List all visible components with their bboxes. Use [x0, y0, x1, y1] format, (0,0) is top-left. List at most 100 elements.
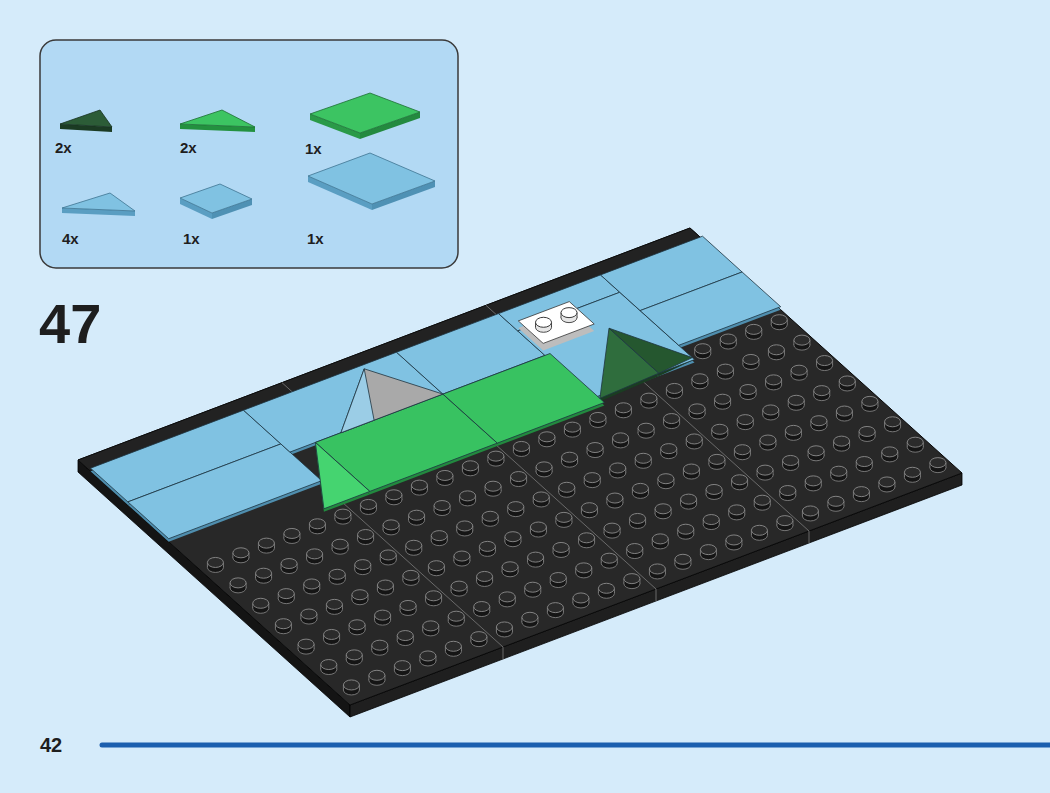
- plate-stud: [499, 592, 515, 607]
- white-stud: [561, 308, 577, 323]
- plate-stud: [397, 631, 413, 646]
- plate-stud: [304, 579, 320, 594]
- plate-stud: [428, 561, 444, 576]
- plate-stud: [329, 569, 345, 584]
- page-number: 42: [40, 735, 62, 755]
- plate-stud: [386, 490, 402, 505]
- plate-stud: [275, 619, 291, 634]
- plate-stud: [817, 356, 833, 371]
- plate-stud: [321, 660, 337, 675]
- plate-seam: [809, 531, 810, 543]
- plate-stud: [664, 414, 680, 429]
- plate-stud: [528, 552, 544, 567]
- plate-stud: [372, 640, 388, 655]
- plate-stud: [794, 335, 810, 350]
- plate-stud: [576, 563, 592, 578]
- plate-stud: [281, 559, 297, 574]
- plate-stud: [856, 457, 872, 472]
- plate-stud: [375, 610, 391, 625]
- plate-stud: [553, 542, 569, 557]
- green-wedge: [180, 110, 255, 132]
- plate-stud: [423, 621, 439, 636]
- plate-stud: [788, 395, 804, 410]
- plate-stud: [785, 425, 801, 440]
- plate-stud: [879, 477, 895, 492]
- plate-stud: [457, 521, 473, 536]
- plate-stud: [448, 611, 464, 626]
- plate-stud: [768, 345, 784, 360]
- plate-stud: [460, 491, 476, 506]
- plate-stud: [256, 568, 272, 583]
- plate-stud: [420, 651, 436, 666]
- plate-stud: [573, 593, 589, 608]
- plate-stud: [301, 609, 317, 624]
- plate-stud: [604, 523, 620, 538]
- plate-stud: [309, 519, 325, 534]
- plate-stud: [763, 405, 779, 420]
- plate-stud: [641, 393, 657, 408]
- plate-stud: [635, 453, 651, 468]
- plate-stud: [556, 512, 572, 527]
- plate-stud: [791, 365, 807, 380]
- plate-stud: [547, 603, 563, 618]
- plate-stud: [706, 484, 722, 499]
- part-count: 1x: [183, 231, 200, 246]
- plate-top: [78, 228, 962, 705]
- plate-stud: [598, 583, 614, 598]
- plate-stud: [882, 447, 898, 462]
- plate-stud: [700, 545, 716, 560]
- plate-stud: [579, 533, 595, 548]
- plate-stud: [811, 416, 827, 431]
- part-count: 1x: [305, 141, 322, 156]
- plate-stud: [488, 451, 504, 466]
- plate-stud: [678, 524, 694, 539]
- plate-stud: [607, 493, 623, 508]
- plate-stud: [632, 483, 648, 498]
- plate-stud: [715, 394, 731, 409]
- plate-stud: [522, 612, 538, 627]
- light-blue-tile: [128, 444, 322, 539]
- plate-stud: [658, 474, 674, 489]
- plate-stud: [709, 454, 725, 469]
- plate-stud: [230, 578, 246, 593]
- plate-stud: [369, 670, 385, 685]
- plate-stud: [445, 641, 461, 656]
- plate-stud: [326, 599, 342, 614]
- light-blue-wedge: [341, 369, 374, 433]
- plate-stud: [720, 334, 736, 349]
- plate-stud: [751, 525, 767, 540]
- plate-stud: [610, 463, 626, 478]
- plate-stud: [712, 424, 728, 439]
- plate-stud: [409, 510, 425, 525]
- plate-stud: [355, 560, 371, 575]
- plate-stud: [675, 554, 691, 569]
- plate-stud: [777, 516, 793, 531]
- plate-stud: [539, 432, 555, 447]
- plate-stud: [426, 591, 442, 606]
- plate-stud: [853, 487, 869, 502]
- plate-stud: [689, 404, 705, 419]
- green-wedge: [315, 442, 369, 508]
- dark-green-wedge: [60, 110, 112, 132]
- plate-stud: [757, 465, 773, 480]
- part-count: 1x: [307, 231, 324, 246]
- plate-stud: [740, 385, 756, 400]
- plate-stud: [746, 324, 762, 339]
- plate-stud: [324, 629, 340, 644]
- plate-stud: [862, 396, 878, 411]
- light-blue-tile-large: [308, 153, 435, 210]
- plate-stud: [907, 437, 923, 452]
- plate-stud: [584, 473, 600, 488]
- plate-stud: [278, 589, 294, 604]
- plate-stud: [732, 475, 748, 490]
- light-blue-tile: [640, 272, 781, 345]
- plate-stud: [613, 433, 629, 448]
- plate-stud: [400, 600, 416, 615]
- plate-stud: [332, 539, 348, 554]
- plate-stud: [834, 436, 850, 451]
- plate-stud: [533, 492, 549, 507]
- plate-stud: [349, 620, 365, 635]
- plate-stud: [431, 531, 447, 546]
- plate-stud: [692, 374, 708, 389]
